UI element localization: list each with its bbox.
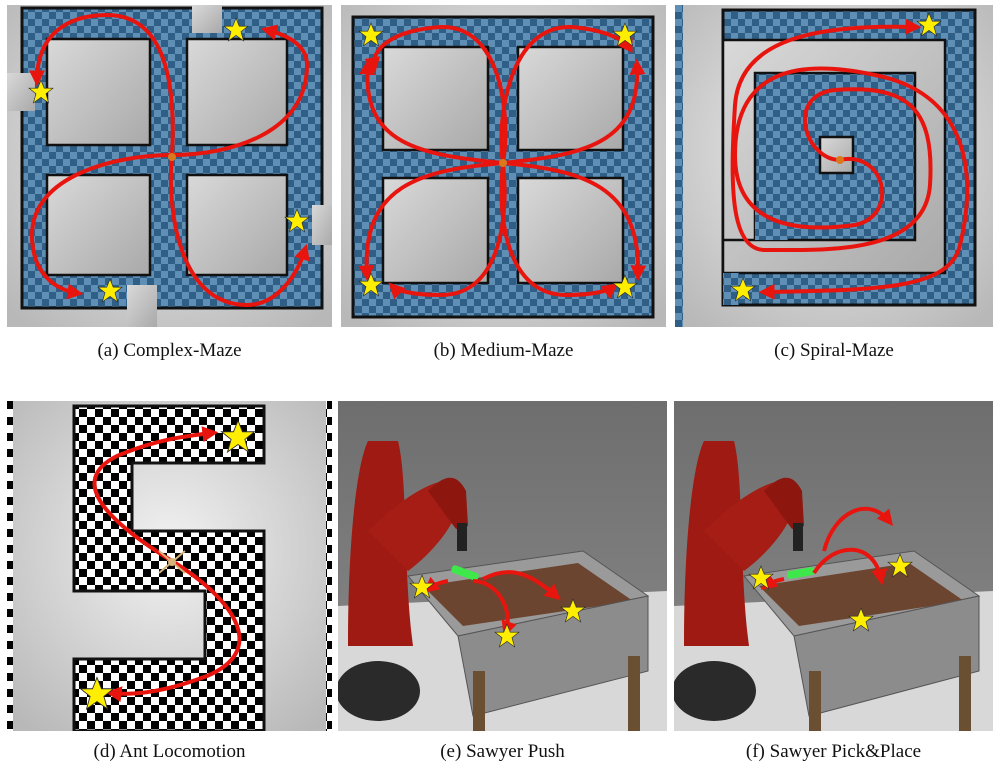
complex-maze-image xyxy=(7,5,332,327)
sawyer-pick-place-image xyxy=(674,401,993,731)
caption-c: (c) Spiral-Maze xyxy=(675,340,993,362)
table-leg xyxy=(473,671,485,731)
wall-gap xyxy=(127,285,157,327)
caption-e: (e) Sawyer Push xyxy=(338,741,667,763)
robot-gripper xyxy=(457,523,467,551)
wall-gap xyxy=(312,205,332,245)
medium-maze-image xyxy=(341,5,666,327)
robot-pedestal xyxy=(338,661,420,721)
robot-gripper xyxy=(793,523,803,551)
panel-sawyer-pick-place xyxy=(674,401,993,731)
panel-sawyer-push xyxy=(338,401,667,731)
table-leg xyxy=(959,656,971,731)
wall-block xyxy=(383,47,488,150)
wall-gap xyxy=(7,73,35,111)
agent-dot xyxy=(499,159,507,167)
edge-strip xyxy=(7,401,13,731)
ant-locomotion-image xyxy=(7,401,332,731)
table-leg xyxy=(628,656,640,731)
caption-a: (a) Complex-Maze xyxy=(7,340,332,362)
edge-strip xyxy=(326,401,332,731)
table-leg xyxy=(809,671,821,731)
panel-complex-maze xyxy=(7,5,332,327)
caption-f: (f) Sawyer Pick&Place xyxy=(674,741,993,763)
robot-pedestal xyxy=(674,661,756,721)
edge-strip xyxy=(675,5,683,327)
wall-gap xyxy=(192,5,222,33)
agent-dot xyxy=(836,156,844,164)
caption-d: (d) Ant Locomotion xyxy=(7,741,332,763)
wall-block xyxy=(187,175,287,275)
panel-ant-locomotion xyxy=(7,401,332,731)
spiral-maze-image xyxy=(675,5,993,327)
agent-dot xyxy=(168,153,176,161)
panel-medium-maze xyxy=(341,5,666,327)
caption-b: (b) Medium-Maze xyxy=(341,340,666,362)
sawyer-push-image xyxy=(338,401,667,731)
wall-block xyxy=(47,39,150,145)
s-track xyxy=(74,406,264,731)
wall-block xyxy=(383,178,488,283)
wall-block xyxy=(47,175,150,275)
panel-spiral-maze xyxy=(675,5,993,327)
